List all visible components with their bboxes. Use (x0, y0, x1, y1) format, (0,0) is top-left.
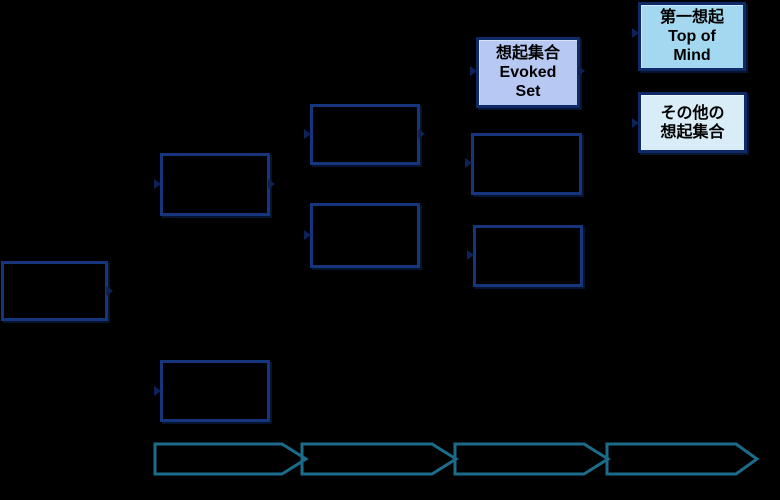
connector-arrowhead (304, 129, 311, 139)
process-arrow-2 (300, 442, 459, 476)
connector-arrowhead (467, 250, 474, 260)
connector-arrowhead (154, 386, 161, 396)
connector-arrowhead (304, 230, 311, 240)
connector-arrowhead (106, 286, 113, 296)
flow-box-col3-bottom (310, 203, 420, 268)
flow-box-col2-bottom (160, 360, 270, 422)
evoked-set-label-en2: Set (515, 83, 541, 100)
connector-arrowhead (470, 66, 477, 76)
connector-arrowhead (632, 28, 639, 38)
process-arrow-1 (153, 442, 309, 476)
connector-arrowhead (154, 179, 161, 189)
process-arrow-3 (453, 442, 611, 476)
top-of-mind-box: 第一想起 Top of Mind (638, 2, 746, 71)
process-arrow-4 (605, 442, 760, 476)
connector-arrowhead (418, 129, 425, 139)
connector-arrowhead (632, 118, 639, 128)
flow-box-col4-middle (471, 133, 582, 195)
other-evoked-set-label-line2: 想起集合 (660, 123, 725, 141)
top-of-mind-label-jp: 第一想起 (659, 9, 724, 26)
evoked-set-label-jp: 想起集合 (495, 45, 560, 62)
other-evoked-set-label-line1: その他の (660, 104, 725, 122)
connector-arrowhead (465, 158, 472, 168)
top-of-mind-label-en1: Top of (668, 28, 716, 45)
connector-arrowhead (578, 66, 585, 76)
flow-box-col4-bottom (473, 225, 583, 287)
other-evoked-set-box: その他の 想起集合 (638, 92, 747, 153)
top-of-mind-label-en2: Mind (673, 47, 711, 64)
connector-arrowhead (268, 179, 275, 189)
evoked-set-label-en1: Evoked (499, 64, 557, 81)
